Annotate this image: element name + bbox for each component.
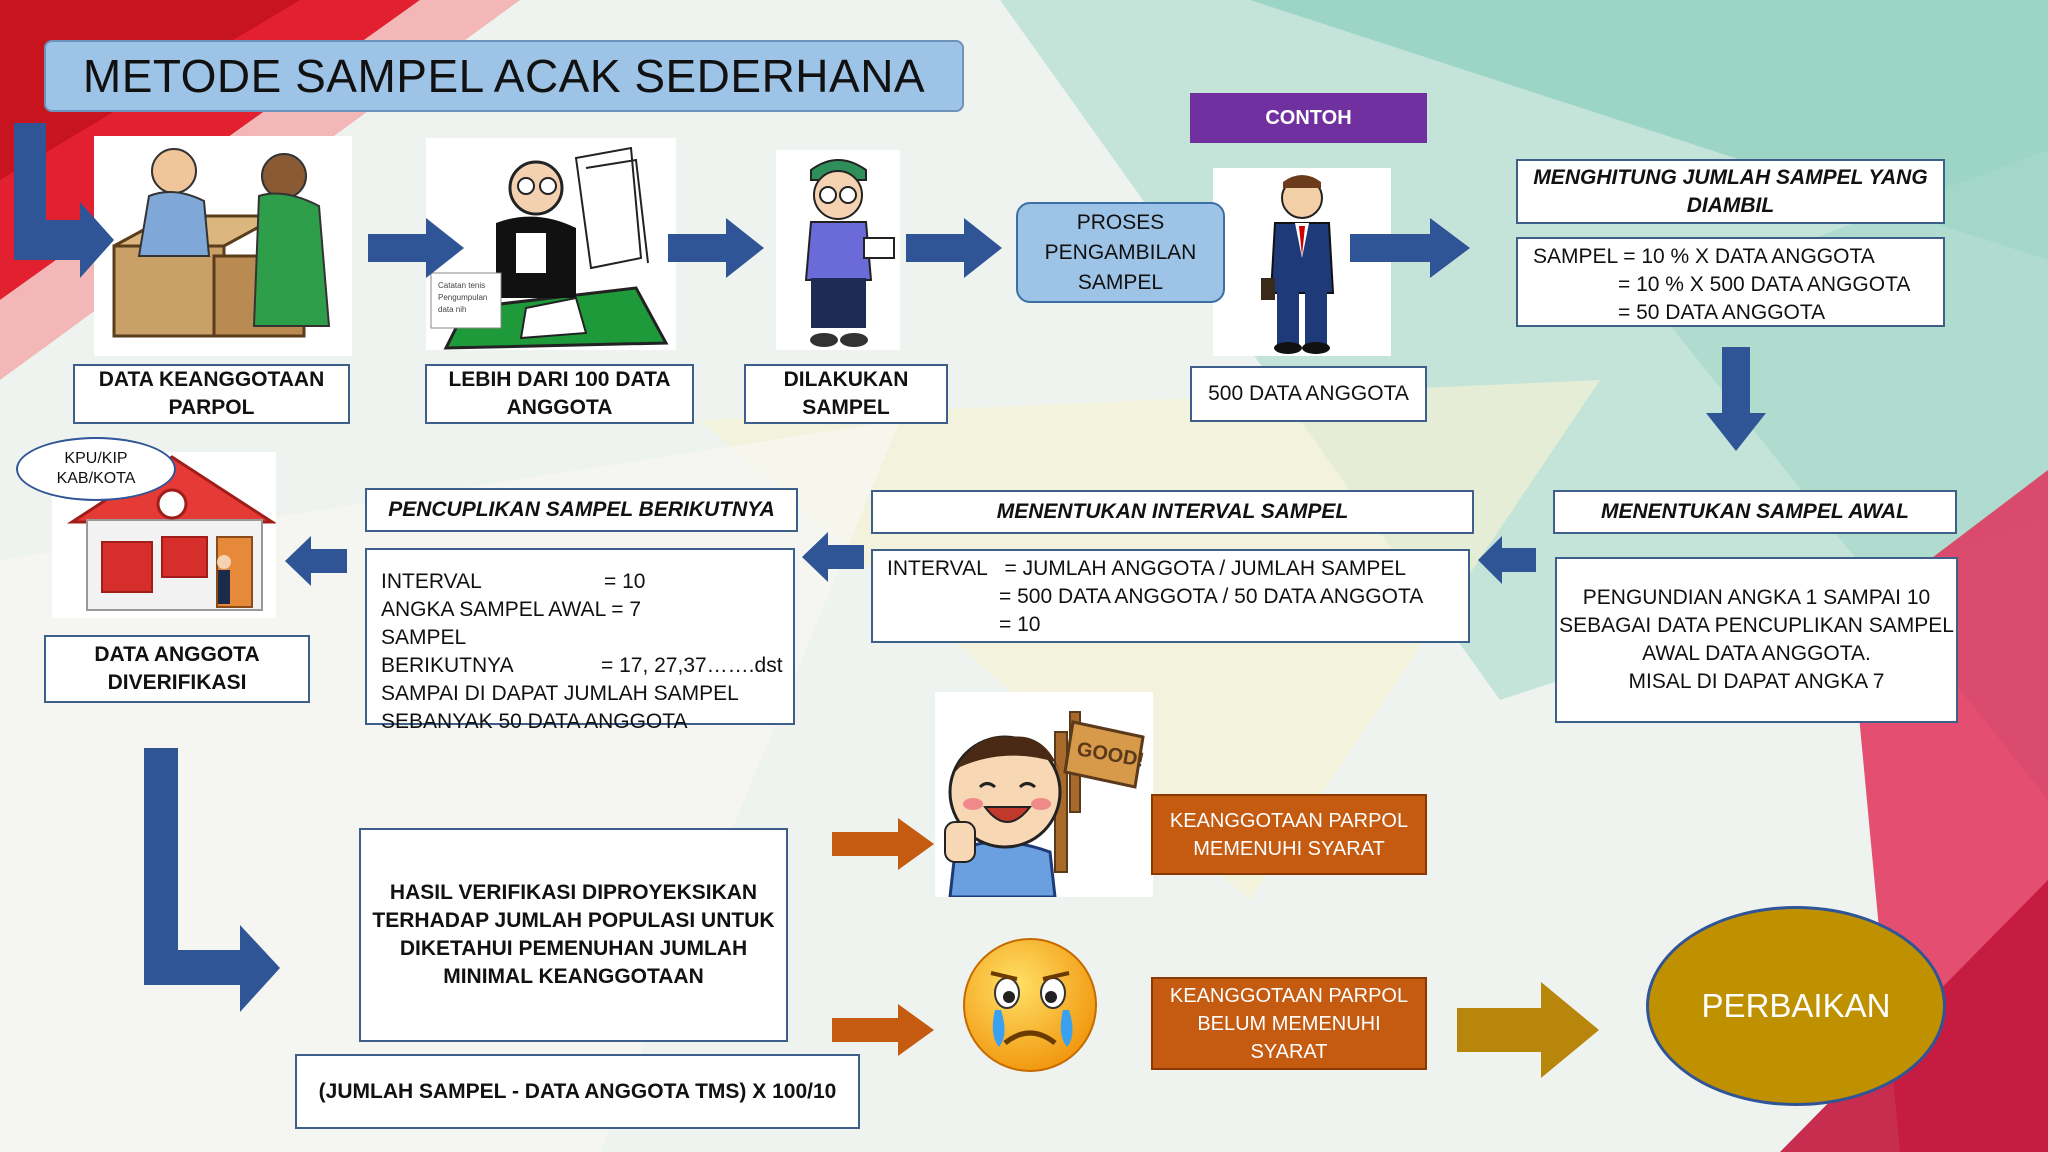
kpu-line-1: KPU/KIP [64, 450, 128, 467]
memenuhi-line-1: KEANGGOTAAN PARPOL [1169, 809, 1409, 832]
hasil-line-3: DIKETAHUI PEMENUHAN JUMLAH [399, 937, 748, 960]
menghitung-line-2: = 10 % X 500 DATA ANGGOTA [1618, 273, 1911, 296]
pencuplikan-title-text: PENCUPLIKAN SAMPEL BERIKUTNYA [388, 498, 775, 521]
lebih-dari-100-line-2: ANGGOTA [506, 396, 613, 419]
menghitung-body-box: SAMPEL = 10 % X DATA ANGGOTA = 10 % X 50… [1516, 237, 1945, 327]
page-title: METODE SAMPEL ACAK SEDERHANA [44, 40, 964, 112]
dilakukan-sampel-box: DILAKUKAN SAMPEL [744, 364, 948, 424]
data-verif-box: DATA ANGGOTA DIVERIFIKASI [44, 635, 310, 703]
lebih-dari-100-box: LEBIH DARI 100 DATA ANGGOTA [425, 364, 694, 424]
proses-line-1: PROSES [1076, 210, 1165, 234]
interval-title-text: MENENTUKAN INTERVAL SAMPEL [996, 500, 1349, 523]
pencuplikan-body-box: INTERVAL = 10 ANGKA SAMPEL AWAL= 7 SAMPEL… [365, 548, 795, 733]
l-arrow-bottom-left [144, 748, 280, 1012]
arrow-left-1 [1478, 536, 1536, 584]
sampel-awal-line-3: AWAL DATA ANGGOTA. [1642, 642, 1871, 665]
data-verif-line-1: DATA ANGGOTA [94, 643, 260, 666]
menghitung-line-1: SAMPEL = 10 % X DATA ANGGOTA [1533, 245, 1875, 268]
pencuplikan-row-3-label: SAMPEL BERIKUTNYA [381, 626, 514, 677]
proses-line-3: SAMPEL [1077, 270, 1164, 294]
kpu-badge: KPU/KIP KAB/KOTA [16, 437, 176, 501]
interval-line-2: = 500 DATA ANGGOTA / 50 DATA ANGGOTA [999, 585, 1424, 608]
belum-line-1: KEANGGOTAAN PARPOL [1169, 984, 1409, 1007]
data-keanggotaan-line-2: PARPOL [168, 396, 255, 419]
menghitung-title-box: MENGHITUNG JUMLAH SAMPEL YANG DIAMBIL [1516, 159, 1945, 224]
arrow-right-4 [1350, 218, 1470, 278]
crying-face-image [955, 935, 1105, 1075]
paper-scribble-1: Catatan tenis [438, 281, 485, 290]
businessman-image [1213, 168, 1391, 356]
pencuplikan-row-2-label: ANGKA SAMPEL AWAL [381, 598, 607, 621]
arrow-gold [1457, 982, 1599, 1078]
kpu-line-2: KAB/KOTA [56, 470, 136, 487]
student-reading-image [776, 150, 900, 350]
rumus-box: (JUMLAH SAMPEL - DATA ANGGOTA TMS) X 100… [295, 1054, 860, 1129]
anggota-500-box: 500 DATA ANGGOTA [1190, 366, 1427, 422]
belum-line-3: SYARAT [1250, 1040, 1328, 1063]
sampel-awal-line-4: MISAL DI DAPAT ANGKA 7 [1628, 670, 1885, 693]
arrow-right-2 [668, 218, 764, 278]
pencuplikan-row-2-value: = 7 [611, 598, 642, 621]
arrow-right-1 [368, 218, 464, 278]
contoh-label-text: CONTOH [1265, 106, 1352, 129]
pencuplikan-row-1-value: = 10 [604, 570, 646, 593]
contoh-label: CONTOH [1190, 93, 1427, 143]
sampel-awal-line-2: SEBAGAI DATA PENCUPLIKAN SAMPEL [1559, 614, 1954, 637]
interval-body-box: INTERVAL = JUMLAH ANGGOTA / JUMLAH SAMPE… [871, 549, 1470, 643]
data-keanggotaan-box: DATA KEANGGOTAAN PARPOL [73, 364, 350, 424]
hasil-line-1: HASIL VERIFIKASI DIPROYEKSIKAN [389, 881, 758, 904]
pencuplikan-extra-1: SAMPAI DI DAPAT JUMLAH SAMPEL [381, 682, 739, 705]
pencuplikan-row-3-value: = 17, 27,37…….dst [601, 654, 783, 677]
sampel-awal-body-box: PENGUNDIAN ANGKA 1 SAMPAI 10 SEBAGAI DAT… [1555, 557, 1958, 723]
hasil-line-4: MINIMAL KEANGGOTAAN [443, 965, 704, 988]
sampel-awal-title-box: MENENTUKAN SAMPEL AWAL [1553, 490, 1957, 534]
data-keanggotaan-line-1: DATA KEANGGOTAAN [98, 368, 325, 391]
arrow-right-3 [906, 218, 1002, 278]
paper-scribble-3: data nih [438, 305, 466, 314]
paper-scribble-2: Pengumpulan [438, 293, 487, 302]
pencuplikan-row-1: INTERVAL = 10 [381, 568, 793, 596]
belum-line-2: BELUM MEMENUHI [1197, 1012, 1381, 1035]
data-verif-line-2: DIVERIFIKASI [107, 671, 247, 694]
arrow-left-3 [285, 536, 347, 586]
arrow-left-2 [802, 532, 864, 582]
memenuhi-syarat-box: KEANGGOTAAN PARPOL MEMENUHI SYARAT [1151, 794, 1427, 875]
interval-title-box: MENENTUKAN INTERVAL SAMPEL [871, 490, 1474, 534]
rumus-text: (JUMLAH SAMPEL - DATA ANGGOTA TMS) X 100… [318, 1079, 837, 1103]
arrow-orange-2 [832, 1004, 934, 1056]
sampel-awal-line-1: PENGUNDIAN ANGKA 1 SAMPAI 10 [1582, 586, 1931, 609]
pencuplikan-title-box: PENCUPLIKAN SAMPEL BERIKUTNYA [365, 488, 798, 532]
pencuplikan-row-2: ANGKA SAMPEL AWAL= 7 [381, 596, 793, 624]
menghitung-title-line-1: MENGHITUNG JUMLAH SAMPEL YANG [1533, 165, 1928, 189]
pencuplikan-row-3: SAMPEL BERIKUTNYA = 17, 27,37…….dst [381, 624, 793, 680]
arrow-down [1706, 347, 1766, 451]
perbaikan-text: PERBAIKAN [1701, 987, 1891, 1024]
lebih-dari-100-line-1: LEBIH DARI 100 DATA [448, 368, 671, 391]
happy-good-sign-image: GOOD! [935, 692, 1153, 899]
interval-line-1: INTERVAL = JUMLAH ANGGOTA / JUMLAH SAMPE… [887, 557, 1407, 580]
hasil-line-2: TERHADAP JUMLAH POPULASI UNTUK [372, 909, 775, 932]
dilakukan-sampel-line-1: DILAKUKAN [783, 368, 909, 391]
sampel-awal-title-text: MENENTUKAN SAMPEL AWAL [1600, 500, 1909, 523]
belum-memenuhi-box: KEANGGOTAAN PARPOL BELUM MEMENUHI SYARAT [1151, 977, 1427, 1070]
interval-line-3: = 10 [999, 613, 1041, 636]
busy-clerk-image: Catatan tenis Pengumpulan data nih [426, 138, 676, 350]
pencuplikan-extra-2: SEBANYAK 50 DATA ANGGOTA [381, 710, 688, 733]
proses-line-2: PENGAMBILAN [1044, 240, 1197, 264]
proses-pengambilan-box: PROSES PENGAMBILAN SAMPEL [1016, 202, 1225, 303]
dilakukan-sampel-line-2: SAMPEL [802, 396, 890, 419]
anggota-500-text: 500 DATA ANGGOTA [1208, 382, 1409, 405]
page-title-text: METODE SAMPEL ACAK SEDERHANA [82, 50, 926, 102]
menghitung-line-3: = 50 DATA ANGGOTA [1618, 301, 1826, 324]
memenuhi-line-2: MEMENUHI SYARAT [1193, 837, 1385, 860]
perbaikan-ellipse: PERBAIKAN [1646, 906, 1946, 1106]
menghitung-title-line-2: DIAMBIL [1686, 193, 1775, 217]
movers-with-boxes-image [94, 136, 352, 356]
pencuplikan-row-1-label: INTERVAL [381, 570, 482, 593]
arrow-orange-1 [832, 818, 934, 870]
hasil-verifikasi-box: HASIL VERIFIKASI DIPROYEKSIKAN TERHADAP … [359, 828, 788, 1042]
